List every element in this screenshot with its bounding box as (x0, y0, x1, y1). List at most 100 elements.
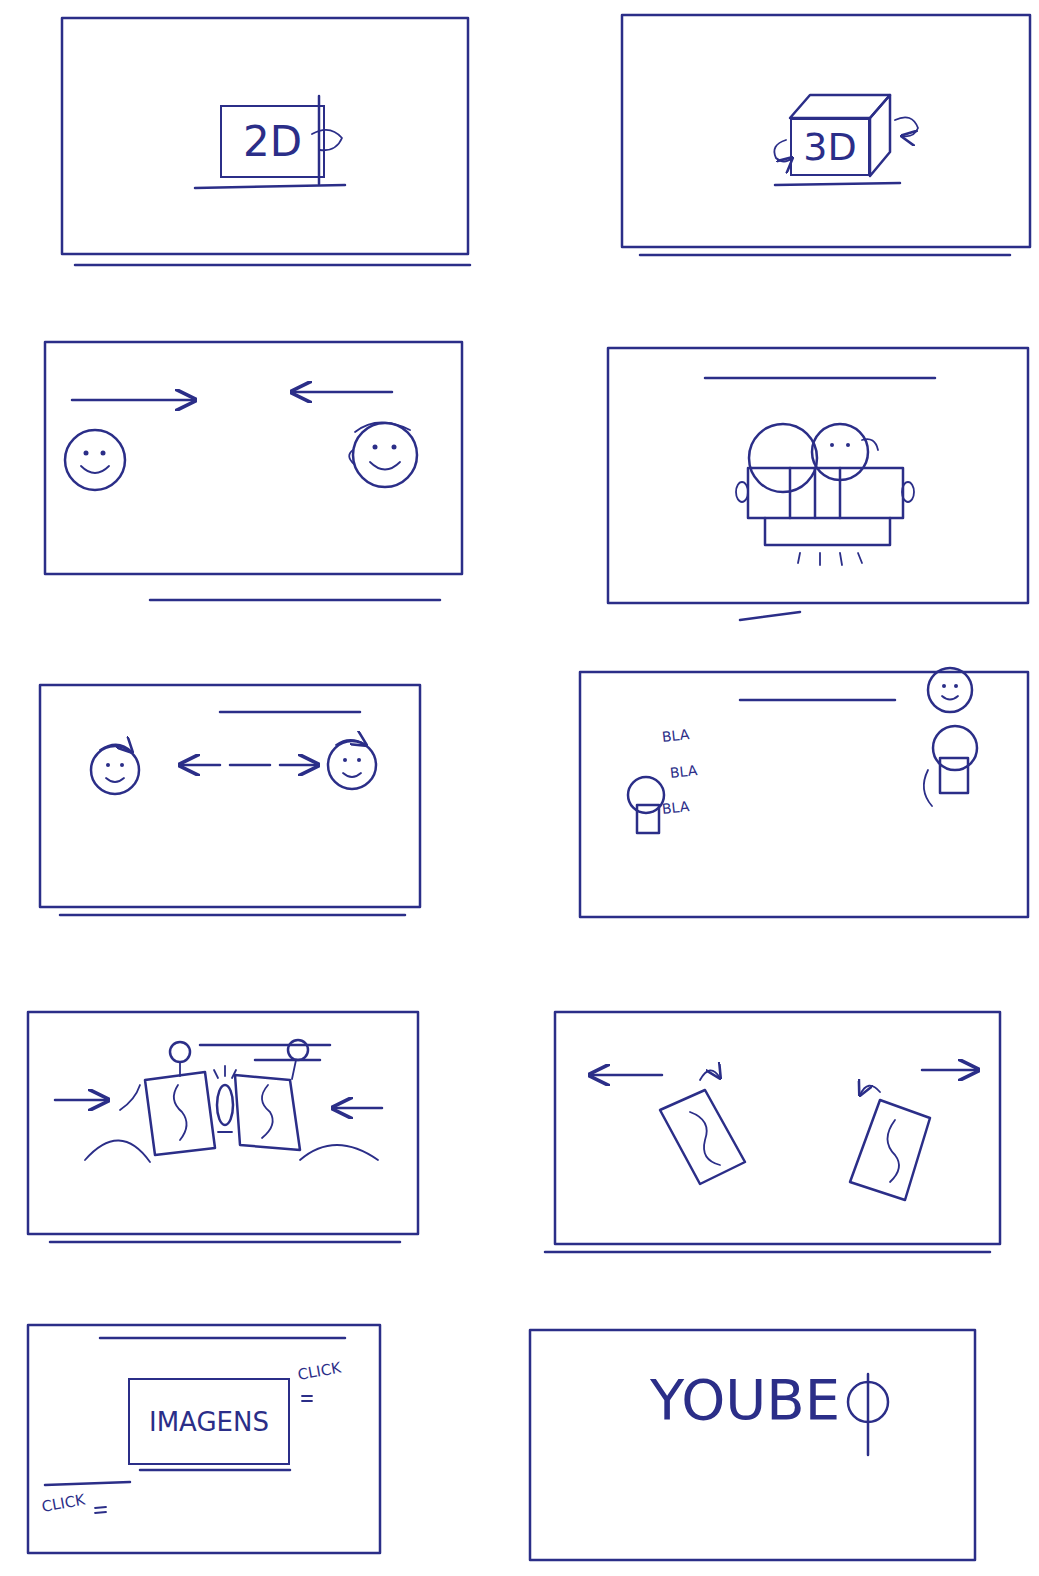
title-line (740, 699, 895, 702)
phone (940, 758, 968, 793)
image-card (145, 1072, 215, 1155)
balloon (288, 1040, 308, 1060)
character-eye (120, 763, 124, 767)
shadow-line (140, 1469, 290, 1472)
motion-tick (798, 553, 800, 563)
character-head (328, 741, 376, 789)
frame-bar (748, 468, 903, 518)
rotation-axis (318, 96, 321, 184)
panel-frame (40, 685, 420, 907)
character-eye (106, 763, 110, 767)
image-card (850, 1100, 930, 1200)
motion-arrow (590, 1074, 662, 1077)
character-eye (830, 443, 834, 447)
character-eye (942, 684, 946, 688)
shadow-line (775, 183, 900, 185)
image-card (660, 1090, 745, 1184)
motion-swoosh (120, 1085, 140, 1110)
character-eye (373, 445, 378, 450)
frame-stick (814, 468, 817, 518)
character-head (91, 746, 139, 794)
turn-arrow (700, 1070, 720, 1080)
frame-stick (789, 468, 792, 518)
button-box: IMAGENS (128, 1378, 290, 1465)
logo-symbol-stem (867, 1374, 870, 1455)
spark-mark (224, 1066, 226, 1076)
frame-knob (736, 482, 748, 502)
click-text: CLICK (297, 1361, 343, 1383)
character-eye (357, 758, 361, 762)
spark-mark (214, 1070, 218, 1078)
click-mark (95, 1512, 106, 1513)
title-line (255, 1059, 320, 1062)
card-squiggle (690, 1112, 720, 1165)
click-mark (302, 1395, 312, 1397)
motion-arrow (333, 1107, 382, 1110)
motion-arrow (72, 399, 195, 402)
image-card (235, 1075, 300, 1150)
logo-text: YOUBE (650, 1372, 840, 1428)
frame-base (765, 518, 890, 545)
turn-arrow (100, 744, 132, 752)
panel-frame (622, 15, 1030, 247)
click-mark (302, 1400, 312, 1402)
panel-underline (150, 599, 440, 602)
character-head (65, 430, 125, 490)
character-eye (343, 758, 347, 762)
panel-frame (530, 1330, 975, 1560)
cube-top (790, 95, 890, 118)
thought-bubble (928, 668, 972, 712)
title-line (220, 711, 360, 714)
box-label: IMAGENS (149, 1409, 269, 1435)
turn-arrow (336, 740, 366, 745)
panel-frame (62, 18, 468, 254)
card-squiggle (888, 1120, 900, 1182)
panel-frame (28, 1012, 418, 1234)
motion-arrow (922, 1069, 978, 1072)
panel-frame (28, 1325, 380, 1553)
panel-underline (640, 254, 1010, 257)
bulb-base (218, 1131, 232, 1133)
character-eye (84, 451, 89, 456)
balloon-string (292, 1060, 296, 1079)
character-eye (954, 684, 958, 688)
character-eye (392, 445, 397, 450)
character-eye (101, 451, 106, 456)
cube-face: 3D (790, 118, 870, 176)
cube-side (870, 95, 890, 176)
panel-frame (45, 342, 462, 574)
panel-frame (608, 348, 1028, 603)
panel-underline (50, 1241, 400, 1244)
card-squiggle (174, 1085, 187, 1140)
phone (637, 805, 659, 833)
speech-text: BLA (669, 763, 698, 780)
balloon (170, 1042, 190, 1062)
motion-arrow (55, 1099, 108, 1102)
title-line (705, 377, 935, 380)
frame-stick (839, 468, 842, 518)
text-box: 2D (220, 105, 325, 178)
box-label: 3D (803, 128, 856, 166)
motion-mark (924, 770, 932, 806)
motion-tick (858, 553, 862, 563)
panel-frame (555, 1012, 1000, 1244)
pointer-line (45, 1482, 130, 1485)
light-bulb (217, 1085, 233, 1125)
motion-arrow (292, 391, 392, 394)
rotation-arrow (895, 117, 918, 136)
turn-arrow (860, 1086, 880, 1095)
character-head (749, 424, 817, 492)
motion-swoosh (85, 1140, 150, 1162)
character-smile (370, 462, 400, 470)
panel-tick (740, 612, 800, 620)
character-head (353, 423, 417, 487)
character-ear (862, 439, 878, 450)
click-mark (95, 1507, 106, 1508)
panel-underline (60, 914, 405, 917)
distance-arrow (180, 764, 318, 767)
motion-tick (840, 553, 842, 565)
balloon-string (179, 1062, 181, 1076)
spark-mark (232, 1070, 236, 1078)
character-smile (343, 773, 361, 777)
frame-knob (902, 482, 914, 502)
